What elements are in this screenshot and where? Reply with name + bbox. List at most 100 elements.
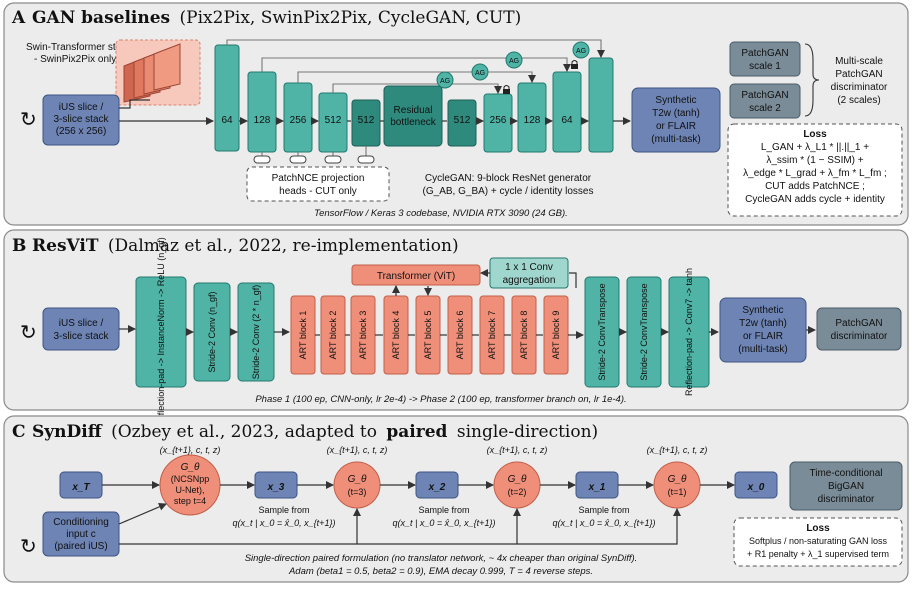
svg-text:ART block 8: ART block 8 — [519, 311, 529, 360]
panel-a-footer: TensorFlow / Keras 3 codebase, NVIDIA RT… — [314, 208, 568, 219]
panel-c-footer-2: Adam (beta1 = 0.5, beta2 = 0.9), EMA dec… — [288, 566, 593, 577]
svg-text:Multi-scale: Multi-scale — [835, 56, 883, 67]
svg-text:64: 64 — [561, 115, 573, 126]
svg-text:ART block 4: ART block 4 — [391, 311, 401, 360]
stem-note-2: - SwinPix2Pix only — [34, 54, 116, 65]
panel-c-letter: C — [12, 422, 26, 442]
svg-text:PatchGAN: PatchGAN — [835, 69, 882, 80]
svg-text:discriminator: discriminator — [831, 82, 888, 93]
svg-text:Loss: Loss — [803, 129, 827, 140]
lock-icon — [503, 85, 510, 94]
loss-box-c — [733, 517, 903, 567]
art-blocks: ART block 1 ART block 2 ART block 3 ART … — [290, 295, 569, 375]
svg-text:or FLAIR: or FLAIR — [743, 331, 783, 342]
panel-b-letter: B — [12, 236, 26, 256]
unet-block-out — [588, 57, 614, 153]
svg-text:Sample from: Sample from — [578, 505, 629, 515]
svg-text:512: 512 — [454, 115, 471, 126]
patchgan-discriminator-b — [816, 307, 902, 351]
synthetic-output-a — [631, 87, 721, 153]
residual-bottleneck — [383, 85, 443, 147]
cycle-icon: ↻ — [20, 322, 37, 344]
svg-text:PatchNCE projection: PatchNCE projection — [272, 173, 365, 184]
svg-text:aggregation: aggregation — [503, 275, 556, 286]
svg-text:G_θ: G_θ — [508, 474, 527, 485]
patchgan-scale-1 — [729, 41, 801, 77]
svg-text:Sample from: Sample from — [418, 505, 469, 515]
svg-text:128: 128 — [254, 115, 271, 126]
svg-text:(x_{t+1}, c, t, z): (x_{t+1}, c, t, z) — [487, 445, 548, 455]
unet-block-128-enc — [247, 71, 277, 153]
svg-text:λ_edge * L_grad + λ_fm * L_fm: λ_edge * L_grad + λ_fm * L_fm ; — [743, 168, 887, 179]
svg-text:step t=4: step t=4 — [174, 496, 206, 506]
svg-text:x_0: x_0 — [747, 482, 765, 493]
svg-text:AG: AG — [576, 48, 586, 55]
cycle-icon: ↻ — [20, 536, 37, 558]
svg-text:λ_ssim * (1 − SSIM) +: λ_ssim * (1 − SSIM) + — [766, 155, 863, 166]
iUS-input-b — [42, 307, 120, 351]
svg-text:AG: AG — [475, 70, 485, 77]
svg-text:GAN baselines (Pix2Pix, Sw: GAN baselines (Pix2Pix, SwinPix2Pix, Cyc… — [32, 8, 521, 28]
panel-a-title-rest: (Pix2Pix, SwinPix2Pix, CycleGAN, CUT) — [180, 8, 522, 28]
svg-text:T2w (tanh): T2w (tanh) — [652, 108, 700, 119]
svg-text:bottleneck: bottleneck — [390, 117, 437, 128]
biggan-discriminator — [789, 461, 903, 511]
svg-text:Residual: Residual — [394, 105, 433, 116]
svg-text:PatchGAN: PatchGAN — [741, 90, 788, 101]
svg-text:256: 256 — [290, 115, 307, 126]
svg-text:x_2: x_2 — [428, 482, 446, 493]
svg-text:Stride-2 ConvTranspose: Stride-2 ConvTranspose — [597, 283, 607, 380]
panel-c-footer-1: Single-direction paired formulation (no … — [245, 553, 638, 564]
svg-text:ART block 5: ART block 5 — [423, 311, 433, 360]
svg-text:+ R1 penalty + λ_1 supervised: + R1 penalty + λ_1 supervised term — [747, 549, 889, 559]
svg-text:G_θ: G_θ — [348, 474, 367, 485]
svg-text:q(x_t | x_0 = x̂_0, x_{t+1}): q(x_t | x_0 = x̂_0, x_{t+1}) — [393, 518, 496, 528]
svg-text:iUS slice /: iUS slice / — [59, 102, 104, 113]
svg-text:ART block 1: ART block 1 — [298, 311, 308, 360]
svg-text:Synthetic: Synthetic — [742, 305, 783, 316]
panel-a-title-bold: GAN baselines — [32, 8, 170, 28]
svg-text:(multi-task): (multi-task) — [738, 344, 787, 355]
svg-text:ART block 3: ART block 3 — [358, 311, 368, 360]
conditioning-connections — [118, 503, 681, 545]
patchnce-heads — [253, 146, 375, 164]
svg-text:Loss: Loss — [806, 523, 830, 534]
svg-text:Stride-2 ConvTranspose: Stride-2 ConvTranspose — [639, 283, 649, 380]
attention-gate-icon: AG — [471, 63, 489, 81]
panel-c-title-bold: SynDiff — [32, 422, 103, 442]
unet-block-64-enc — [214, 44, 240, 152]
svg-text:iUS slice /: iUS slice / — [59, 318, 104, 329]
svg-text:x_T: x_T — [71, 482, 90, 493]
svg-text:Sample from: Sample from — [258, 505, 309, 515]
cycle-icon: ↻ — [20, 109, 37, 131]
svg-text:ART block 2: ART block 2 — [328, 311, 338, 360]
svg-text:64: 64 — [221, 115, 233, 126]
svg-text:discriminator: discriminator — [818, 494, 875, 505]
svg-text:3-slice stack: 3-slice stack — [53, 331, 109, 342]
svg-text:scale 2: scale 2 — [749, 103, 781, 114]
unet-block-64-dec — [552, 71, 582, 153]
svg-text:(x_{t+1}, c, t, z): (x_{t+1}, c, t, z) — [160, 445, 221, 455]
svg-text:or FLAIR: or FLAIR — [656, 121, 696, 132]
svg-text:SynDiff (Ozbey et al., 202: SynDiff (Ozbey et al., 2023, adapted to … — [32, 422, 598, 442]
panel-b-title-rest: (Dalmaz et al., 2022, re-implementation) — [108, 236, 459, 256]
svg-text:ResViT (Dalmaz et al., 202: ResViT (Dalmaz et al., 2022, re-implemen… — [32, 236, 459, 256]
svg-text:(NCSNpp: (NCSNpp — [171, 474, 210, 484]
iUS-input-a — [42, 94, 120, 146]
svg-text:Reflection-pad -> InstanceNorm: Reflection-pad -> InstanceNorm -> ReLU (… — [156, 237, 166, 427]
svg-text:Time-conditional: Time-conditional — [810, 468, 883, 479]
svg-text:discriminator: discriminator — [831, 331, 888, 342]
panel-c-title-end: single-direction) — [457, 422, 598, 442]
svg-text:Transformer (ViT): Transformer (ViT) — [377, 271, 455, 282]
svg-text:(x_{t+1}, c, t, z): (x_{t+1}, c, t, z) — [647, 445, 708, 455]
cyclegan-note-1: CycleGAN: 9-block ResNet generator — [425, 173, 592, 184]
attention-gate-icon: AG — [572, 41, 590, 59]
generator-step-2 — [493, 461, 541, 509]
svg-text:AG: AG — [440, 78, 450, 85]
state-node-x0 — [734, 471, 778, 499]
svg-text:128: 128 — [524, 115, 541, 126]
patchgan-scale-2 — [729, 83, 801, 119]
svg-text:3-slice stack: 3-slice stack — [53, 114, 109, 125]
lock-icon — [571, 60, 578, 69]
svg-text:scale 1: scale 1 — [749, 61, 781, 72]
